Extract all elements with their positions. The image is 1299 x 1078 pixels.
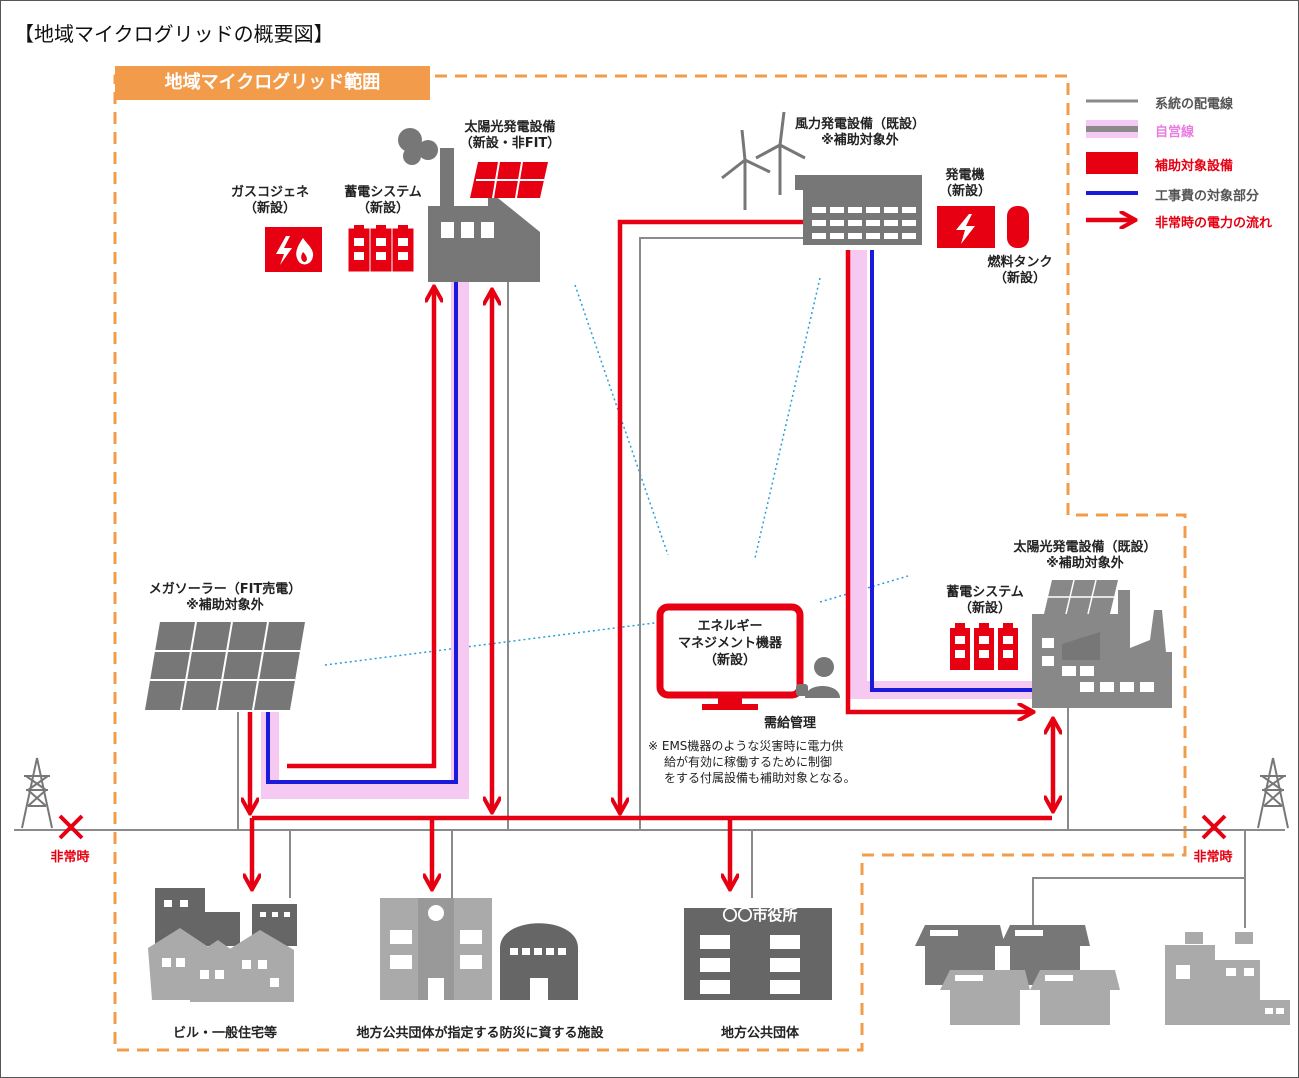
ems-label: エネルギー マネジメント機器 （新設） <box>660 618 800 669</box>
solar-new-label-line2: （新設・非FIT） <box>459 136 561 151</box>
disaster-facility-label: 地方公共団体が指定する防災に資する施設 <box>356 1026 604 1041</box>
factory-icon <box>1032 590 1172 708</box>
factory-icon <box>1165 932 1290 1025</box>
transmission-tower-icon <box>21 757 53 829</box>
wind-label-line2: ※補助対象外 <box>821 133 899 148</box>
legend-private-line: 自営線 <box>1155 125 1195 140</box>
solar-panel-icon <box>145 621 305 711</box>
cross-mark-icon <box>58 814 84 840</box>
city-hall-label: 〇〇市役所 <box>722 906 798 924</box>
emergency-label-right: 非常時 <box>1193 850 1233 865</box>
emergency-label-left: 非常時 <box>50 850 90 865</box>
ems-note: ※ EMS機器のような災害時に電力供 給が有効に稼働するために制御 をする付属設… <box>648 738 856 786</box>
legend-construction-part: 工事費の対象部分 <box>1155 189 1260 204</box>
solar-panel-icon <box>470 161 548 199</box>
battery-b-label: 蓄電システム （新設） <box>935 585 1035 617</box>
solar-new-label-line1: 太陽光発電設備 <box>464 120 556 135</box>
wind-facility-building <box>795 175 922 245</box>
ems-note-line1: ※ EMS機器のような災害時に電力供 <box>648 739 844 753</box>
mega-solar-label-line2: ※補助対象外 <box>186 598 264 613</box>
supply-demand-label: 需給管理 <box>763 716 816 731</box>
gymnasium-icon <box>500 923 578 1000</box>
ems-signal-lines <box>324 277 909 666</box>
wind-turbine-icon <box>721 111 806 210</box>
ems-note-line3: をする付属設備も補助対象となる。 <box>664 771 856 785</box>
ems-label-line1: エネルギー <box>697 619 763 634</box>
gas-cogen-label-line1: ガスコジェネ <box>230 185 309 200</box>
emergency-flow-lines <box>250 219 1053 886</box>
monitor-icon <box>656 603 804 710</box>
mega-solar-label: メガソーラー（FIT売電） ※補助対象外 <box>135 582 315 614</box>
city-hall-icon <box>684 908 832 1000</box>
generator-label-line2: （新設） <box>938 184 991 199</box>
operator-icon <box>796 657 840 698</box>
cross-mark-icon <box>1201 814 1227 840</box>
wind-label: 風力発電設備（既設） ※補助対象外 <box>790 117 930 149</box>
battery-icon <box>348 225 414 272</box>
generator-label: 発電機 （新設） <box>935 168 995 200</box>
school-icon <box>380 898 492 1000</box>
solar-existing-label-line1: 太陽光発電設備（既設） <box>1013 540 1157 555</box>
factory-icon <box>398 128 540 282</box>
buildings-label: ビル・一般住宅等 <box>172 1026 277 1041</box>
diagram-title: 【地域マイクログリッドの概要図】 <box>14 22 334 46</box>
construction-lines <box>266 250 1065 784</box>
transmission-tower-icon <box>1257 757 1289 829</box>
battery-icon <box>950 623 1018 670</box>
legend-subsidy-equipment: 補助対象設備 <box>1155 159 1234 174</box>
ems-note-line2: 給が有効に稼働するために制御 <box>664 755 833 769</box>
private-lines <box>261 250 1065 799</box>
battery-b-label-line2: （新設） <box>958 601 1011 616</box>
solar-new-label: 太陽光発電設備 （新設・非FIT） <box>455 120 565 152</box>
battery-a-label-line2: （新設） <box>356 201 409 216</box>
solar-existing-label-line2: ※補助対象外 <box>1046 556 1124 571</box>
legend-emergency-flow: 非常時の電力の流れ <box>1155 216 1273 231</box>
battery-a-label-line1: 蓄電システム <box>344 185 422 200</box>
mega-solar-label-line1: メガソーラー（FIT売電） <box>148 582 302 597</box>
legend <box>1086 99 1138 220</box>
microgrid-range-boundary <box>113 74 1187 1052</box>
ems-label-line2: マネジメント機器 <box>677 636 782 651</box>
legend-grid-line: 系統の配電線 <box>1155 97 1234 112</box>
generator-label-line1: 発電機 <box>945 168 985 183</box>
microgrid-range-label: 地域マイクログリッド範囲 <box>115 66 430 100</box>
generator-icon <box>937 206 995 248</box>
cogeneration-icon <box>265 227 322 272</box>
solar-existing-label: 太陽光発電設備（既設） ※補助対象外 <box>995 540 1175 572</box>
fuel-tank-label-line2: （新設） <box>993 271 1046 286</box>
battery-a-label: 蓄電システム （新設） <box>333 185 433 217</box>
wind-label-line1: 風力発電設備（既設） <box>794 117 925 132</box>
house-icon <box>915 925 1120 1025</box>
solar-panel-icon <box>1044 579 1118 615</box>
local-government-label: 地方公共団体 <box>720 1026 799 1041</box>
fuel-tank-label-line1: 燃料タンク <box>987 255 1053 270</box>
grid-distribution-lines <box>14 237 1285 928</box>
gas-cogen-label: ガスコジェネ （新設） <box>230 185 310 217</box>
house-icon <box>148 928 294 1002</box>
battery-b-label-line1: 蓄電システム <box>946 585 1024 600</box>
fuel-tank-label: 燃料タンク （新設） <box>970 255 1070 287</box>
fuel-tank-icon <box>1007 206 1029 248</box>
gas-cogen-label-line2: （新設） <box>243 201 296 216</box>
ems-label-line3: （新設） <box>703 653 756 668</box>
